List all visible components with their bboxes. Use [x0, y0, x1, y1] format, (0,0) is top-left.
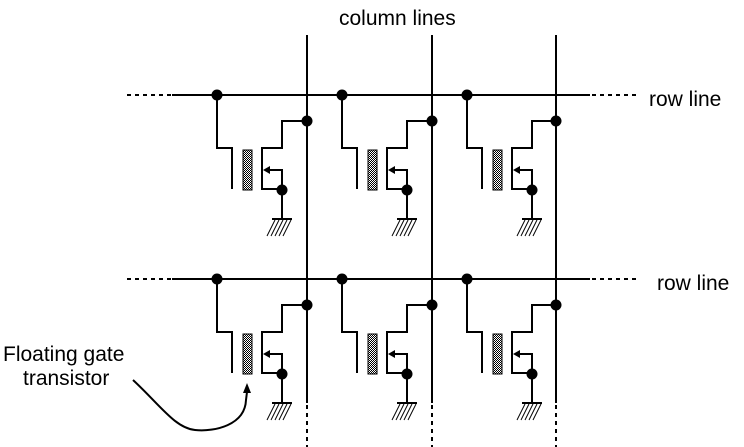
- callout-label-line1: Floating gate: [3, 343, 124, 366]
- ground-hatch: [399, 403, 409, 421]
- substrate-arrow-icon: [263, 166, 270, 174]
- substrate-wire: [268, 353, 283, 373]
- row-junction-dot: [461, 89, 473, 101]
- floating-gate-transistor-cell: [461, 89, 562, 237]
- ground-hatch: [516, 219, 526, 237]
- floating-gate: [242, 149, 253, 191]
- drain-wire: [512, 120, 556, 149]
- substrate-wire: [393, 353, 408, 373]
- drain-wire: [512, 304, 556, 333]
- ground-hatch: [391, 403, 401, 421]
- ground-hatch: [270, 219, 280, 237]
- ground-hatch: [403, 403, 413, 421]
- ground-hatch: [520, 219, 530, 237]
- ground-hatch: [399, 219, 409, 237]
- row-junction-dot: [211, 273, 223, 285]
- row-junction-dot: [461, 273, 473, 285]
- ground-hatch: [520, 403, 530, 421]
- substrate-arrow-icon: [513, 166, 520, 174]
- column-junction-dot: [426, 299, 438, 311]
- substrate-arrow-icon: [388, 166, 395, 174]
- ground-hatch: [266, 219, 276, 237]
- control-gate-wire: [216, 95, 233, 189]
- ground-hatch: [274, 219, 284, 237]
- callout-arrow: [132, 379, 248, 432]
- drain-wire: [262, 304, 307, 333]
- floating-gate: [492, 149, 503, 191]
- control-gate-wire: [216, 279, 233, 373]
- column-junction-dot: [426, 115, 438, 127]
- floating-gate-transistor-cell: [211, 273, 313, 421]
- ground-hatch: [403, 219, 413, 237]
- ground-hatch: [524, 403, 534, 421]
- ground-hatch: [278, 403, 288, 421]
- substrate-wire: [393, 169, 408, 189]
- drain-wire: [387, 304, 432, 333]
- ground-hatch: [278, 219, 288, 237]
- ground-hatch: [524, 219, 534, 237]
- floating-gate: [367, 149, 378, 191]
- row-junction-dot: [336, 89, 348, 101]
- control-gate-wire: [466, 279, 483, 373]
- ground-hatch: [528, 219, 538, 237]
- floating-gate: [242, 333, 253, 375]
- ground-hatch: [532, 219, 542, 237]
- column-junction-dot: [301, 115, 313, 127]
- ground-hatch: [282, 219, 292, 237]
- control-gate-wire: [341, 279, 358, 373]
- row-junction-dot: [211, 89, 223, 101]
- floating-gate-transistor-cell: [461, 273, 562, 421]
- callout-label-line2: transistor: [23, 367, 109, 390]
- control-gate-wire: [466, 95, 483, 189]
- row-line-label-1: row line: [649, 88, 721, 111]
- row-junction-dot: [336, 273, 348, 285]
- floating-gate-transistor-cell: [336, 273, 438, 421]
- substrate-arrow-icon: [263, 350, 270, 358]
- drain-wire: [262, 120, 307, 149]
- substrate-wire: [518, 169, 533, 189]
- ground-hatch: [532, 403, 542, 421]
- column-junction-dot: [550, 115, 562, 127]
- ground-hatch: [395, 403, 405, 421]
- floating-gate-transistor-cell: [336, 89, 438, 237]
- callout-arrowhead-icon: [243, 383, 251, 393]
- drain-wire: [387, 120, 432, 149]
- floating-gate: [367, 333, 378, 375]
- ground-hatch: [516, 403, 526, 421]
- floating-gate-transistor-cell: [211, 89, 313, 237]
- ground-hatch: [274, 403, 284, 421]
- ground-hatch: [407, 403, 417, 421]
- column-junction-dot: [550, 299, 562, 311]
- substrate-wire: [518, 353, 533, 373]
- column-junction-dot: [301, 299, 313, 311]
- ground-hatch: [282, 403, 292, 421]
- ground-hatch: [528, 403, 538, 421]
- control-gate-wire: [341, 95, 358, 189]
- ground-hatch: [270, 403, 280, 421]
- ground-hatch: [395, 219, 405, 237]
- row-line-label-2: row line: [657, 272, 729, 295]
- ground-hatch: [266, 403, 276, 421]
- ground-hatch: [391, 219, 401, 237]
- substrate-arrow-icon: [513, 350, 520, 358]
- floating-gate: [492, 333, 503, 375]
- ground-hatch: [407, 219, 417, 237]
- column-lines-label: column lines: [339, 7, 456, 30]
- substrate-arrow-icon: [388, 350, 395, 358]
- substrate-wire: [268, 169, 283, 189]
